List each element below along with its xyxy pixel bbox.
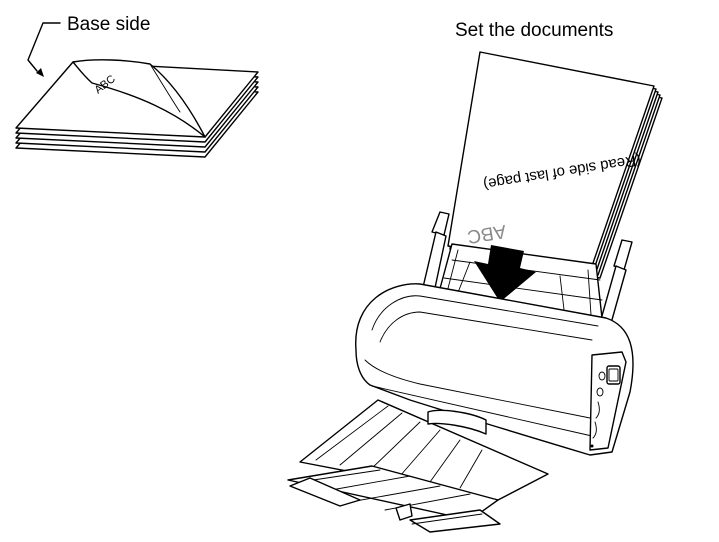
scanner: (Read side of last page) ABC (288, 52, 662, 532)
base-side-label: Base side (67, 14, 150, 35)
paper-stack: ABC (16, 60, 258, 157)
callout-arrow-icon (28, 23, 60, 77)
set-documents-label: Set the documents (455, 20, 613, 41)
